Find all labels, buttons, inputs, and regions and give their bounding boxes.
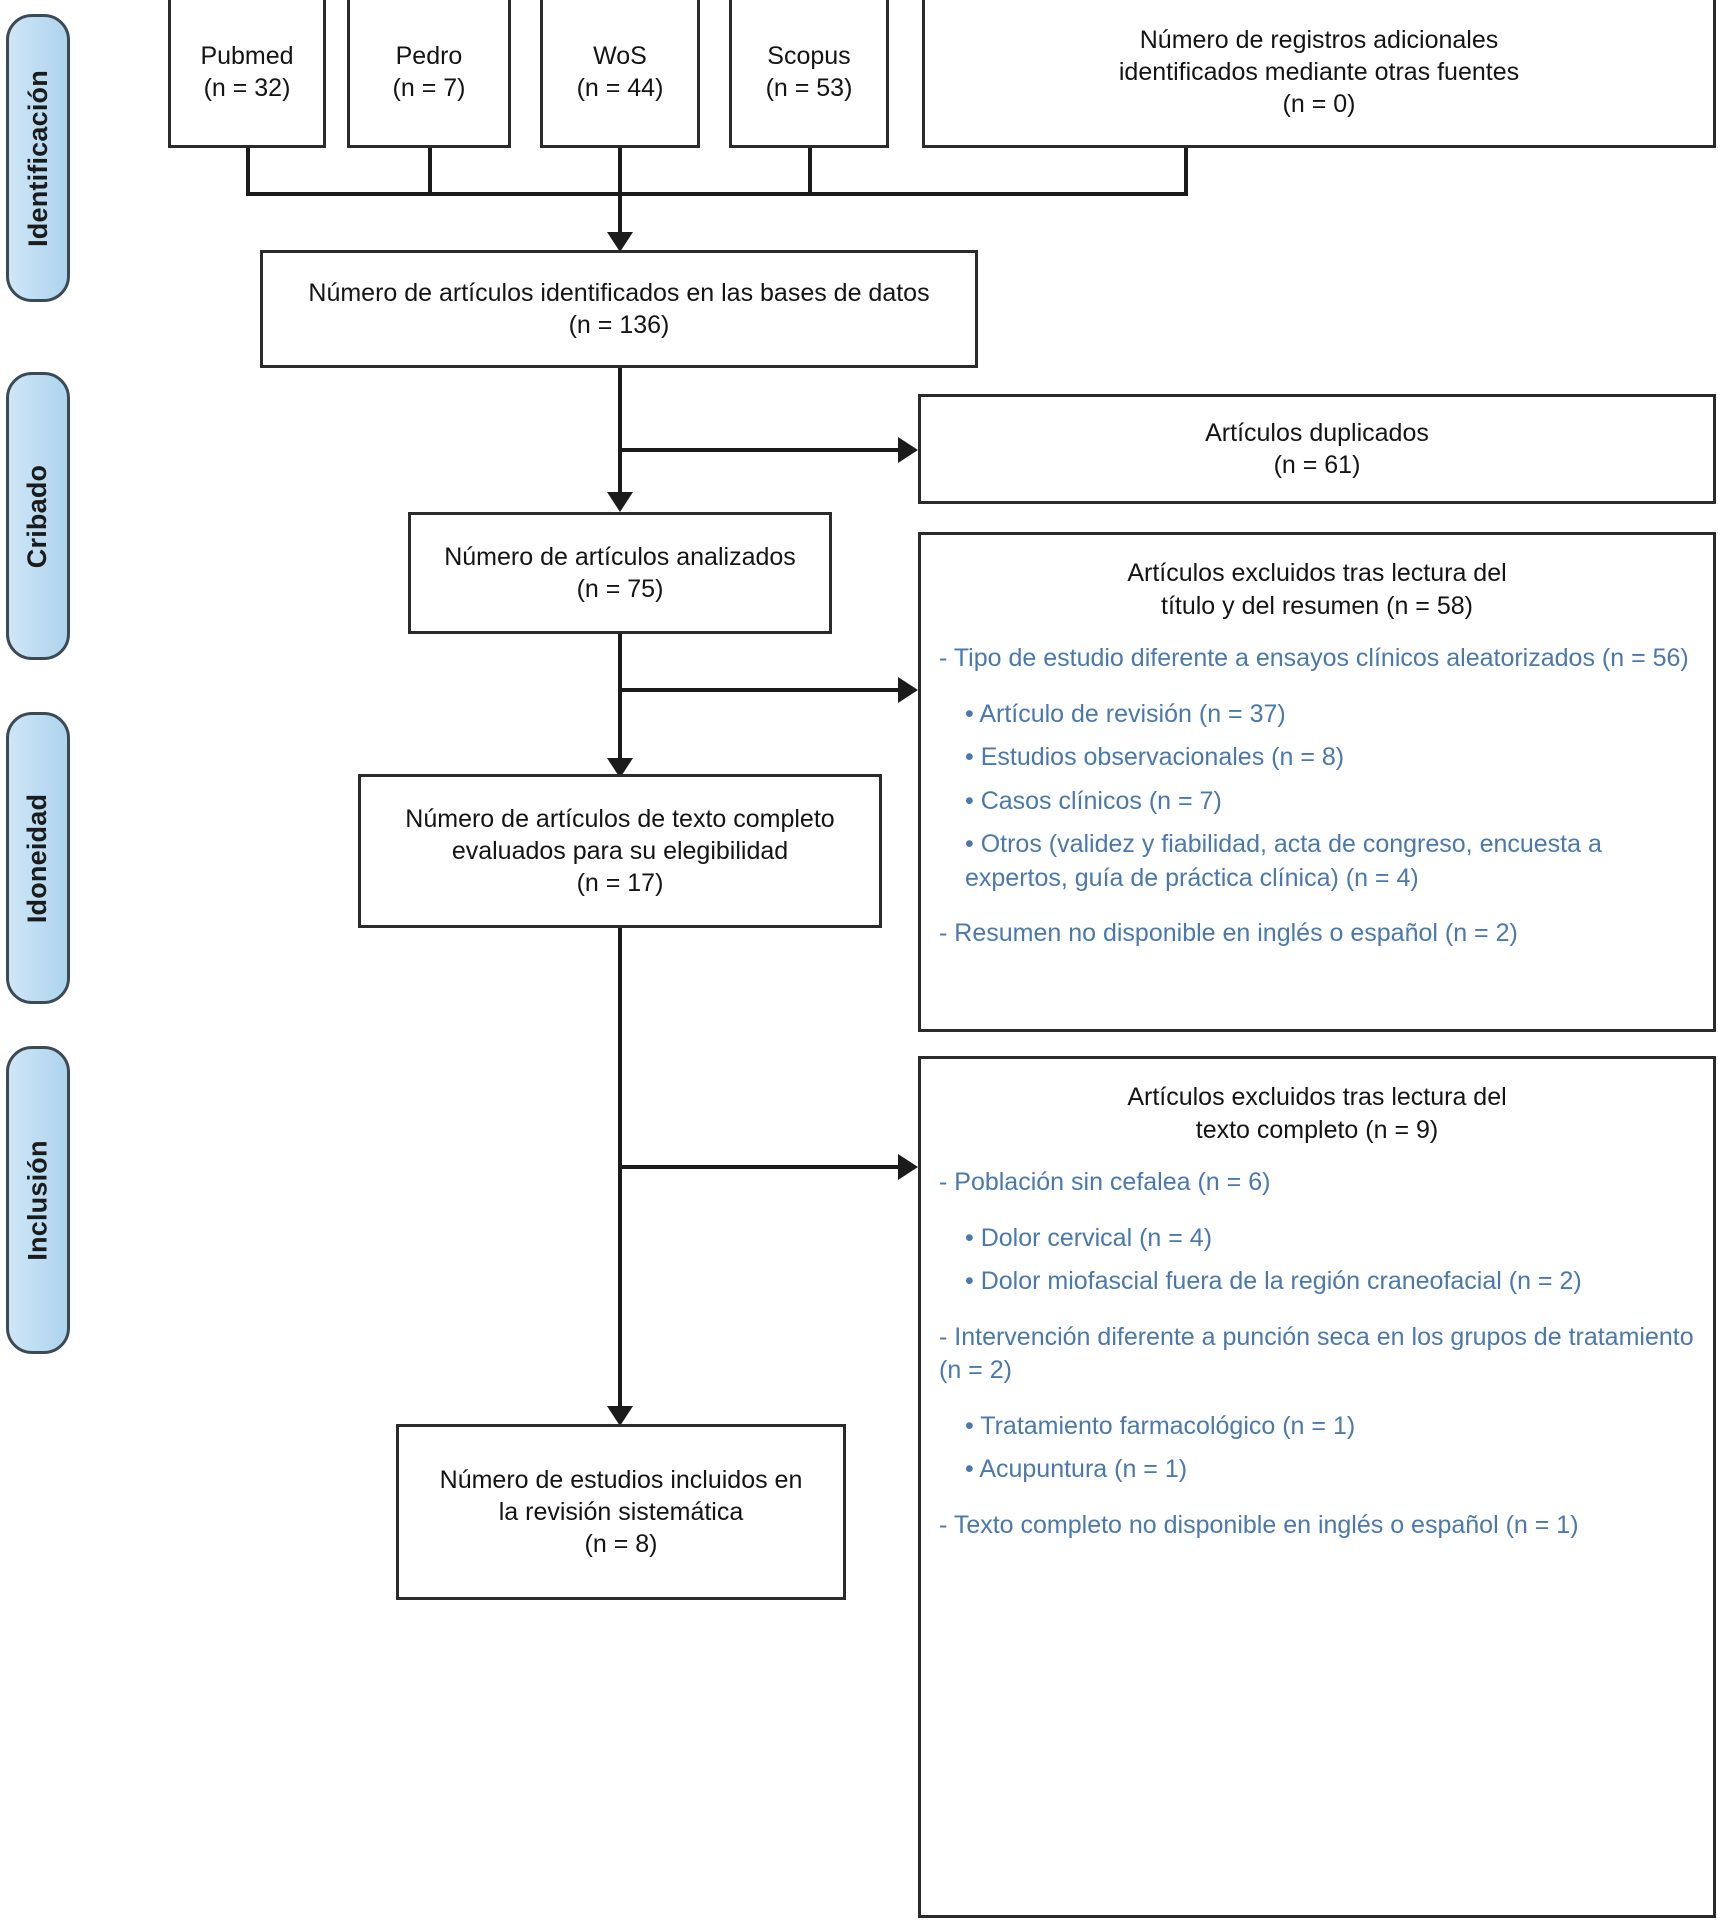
identified-articles-box: Número de artículos identificados en las… [260,250,978,368]
connector-merge-bus [246,192,1188,196]
source-pedro-text: Pedro(n = 7) [392,42,466,102]
excluded-title-abstract-box: Artículos excluidos tras lectura del tít… [918,532,1716,1032]
excluded-item: • Tratamiento farmacológico (n = 1) [965,1411,1356,1440]
connector-eligibility-to-included [618,928,622,1412]
connector-screened-to-eligibility [618,634,622,764]
connector-identified-to-screened [618,368,622,498]
eligibility-box: Número de artículos de texto completo ev… [358,774,882,928]
connector-branch-to-excluded-fulltext [620,1165,908,1169]
source-box-other-sources: Número de registros adicionales identifi… [922,0,1716,148]
excluded-item: • Acupuntura (n = 1) [965,1455,1188,1483]
arrow-eligibility-to-included [607,1406,633,1426]
stage-pill-identificacion: Identificación [6,14,70,302]
arrow-branch-to-excluded-fulltext [898,1154,918,1180]
arrow-branch-to-excluded-title [898,677,918,703]
stage-label-identificacion: Identificación [22,69,53,247]
excluded-item: - Texto completo no disponible en inglés… [939,1510,1579,1539]
excluded-item: • Dolor miofascial fuera de la región cr… [965,1267,1582,1295]
eligibility-text: Número de artículos de texto completo ev… [405,805,835,897]
other-sources-text: Número de registros adicionales identifi… [1118,26,1520,118]
source-box-wos: WoS(n = 44) [540,0,700,148]
connector-branch-to-duplicates [620,448,908,452]
duplicates-box: Artículos duplicados (n = 61) [918,394,1716,504]
excluded-item: • Estudios observacionales (n = 8) [965,743,1345,771]
excluded-item: • Otros (validez y fiabilidad, acta de c… [965,830,1602,892]
source-box-pubmed: Pubmed(n = 32) [168,0,326,148]
arrow-branch-to-duplicates [898,437,918,463]
stage-label-idoneidad: Idoneidad [22,793,53,923]
excluded-item: • Casos clínicos (n = 7) [965,786,1222,815]
connector-other-sources-stub [1184,148,1188,194]
source-box-scopus: Scopus(n = 53) [729,0,889,148]
excluded-full-text-list: - Población sin cefalea (n = 6) • Dolor … [939,1166,1695,1542]
stage-label-inclusion: Inclusión [22,1139,53,1261]
connector-merge-to-identified [618,192,622,238]
excluded-title-abstract-heading: Artículos excluidos tras lectura del tít… [1127,559,1507,620]
identified-articles-text: Número de artículos identificados en las… [308,279,930,339]
included-studies-text: Número de estudios incluidos en la revis… [439,1466,803,1558]
stage-pill-inclusion: Inclusión [6,1046,70,1354]
stage-label-cribado: Cribado [22,464,53,568]
source-scopus-text: Scopus(n = 53) [765,42,853,102]
source-wos-text: WoS(n = 44) [576,42,664,102]
connector-wos-stub [618,148,622,194]
excluded-full-text-box: Artículos excluidos tras lectura del tex… [918,1056,1716,1918]
arrow-merge-to-identified [607,232,633,252]
source-box-pedro: Pedro(n = 7) [347,0,511,148]
source-pubmed-text: Pubmed(n = 32) [200,42,294,102]
connector-scopus-stub [808,148,812,194]
excluded-item: • Dolor cervical (n = 4) [965,1223,1213,1252]
excluded-item: - Tipo de estudio diferente a ensayos cl… [939,644,1689,672]
excluded-item: - Intervención diferente a punción seca … [939,1322,1694,1385]
arrow-screened-to-eligibility [607,758,633,778]
arrow-identified-to-screened [607,492,633,512]
included-studies-box: Número de estudios incluidos en la revis… [396,1424,846,1600]
excluded-title-abstract-list: - Tipo de estudio diferente a ensayos cl… [939,642,1695,951]
excluded-full-text-heading: Artículos excluidos tras lectura del tex… [1127,1083,1507,1144]
excluded-item: - Resumen no disponible en inglés o espa… [939,919,1518,947]
excluded-item: - Población sin cefalea (n = 6) [939,1168,1271,1196]
duplicates-text: Artículos duplicados (n = 61) [1205,419,1429,479]
stage-pill-cribado: Cribado [6,372,70,660]
stage-pill-idoneidad: Idoneidad [6,712,70,1004]
connector-branch-to-excluded-title [620,688,908,692]
connector-pubmed-stub [246,148,250,194]
excluded-item: • Artículo de revisión (n = 37) [965,699,1286,728]
screened-articles-box: Número de artículos analizados (n = 75) [408,512,832,634]
connector-pedro-stub [428,148,432,194]
screened-articles-text: Número de artículos analizados (n = 75) [444,543,796,603]
